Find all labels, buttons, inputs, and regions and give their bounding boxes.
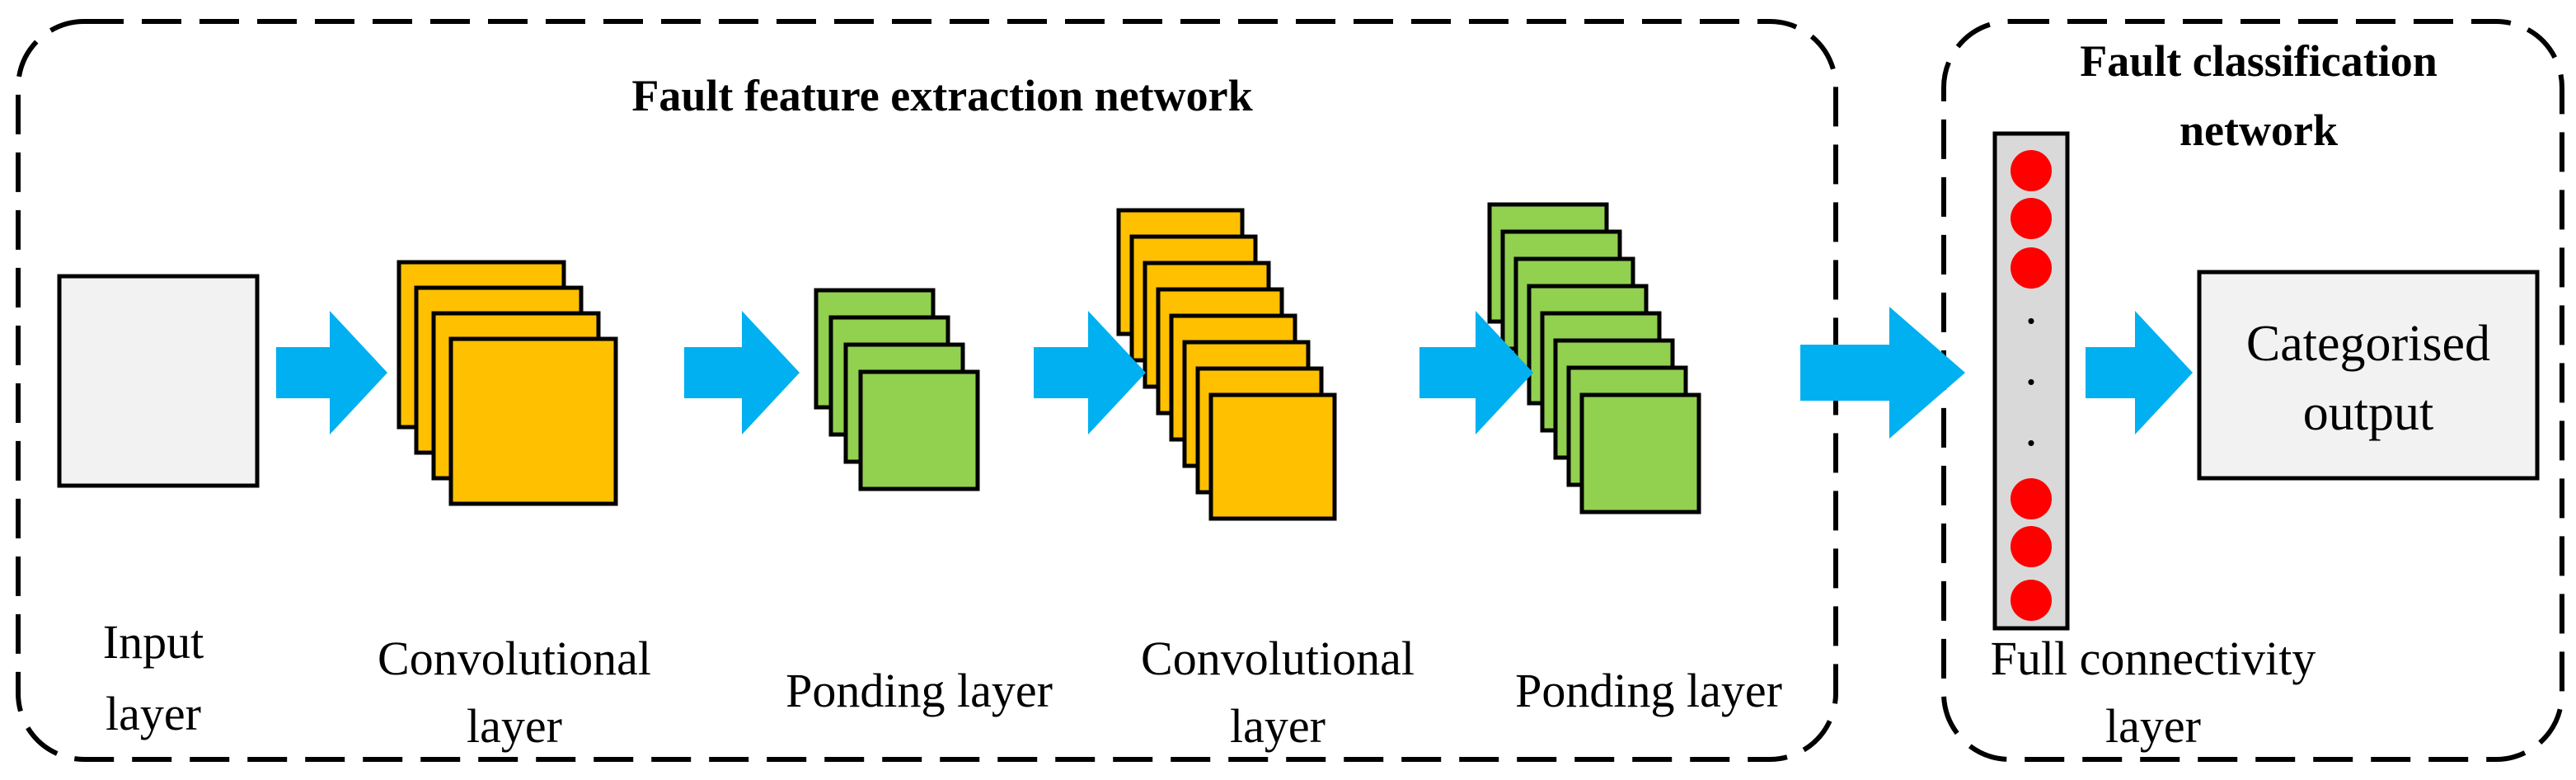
flow-arrow (1419, 311, 1533, 435)
feature-extraction-title: Fault feature extraction network (631, 71, 1252, 120)
fc-label-line1: Full connectivity (1991, 632, 2316, 685)
output-label-line1: Categorised (2246, 316, 2490, 372)
pool2-label: Ponding layer (1515, 664, 1782, 717)
fc-neuron (2011, 526, 2052, 567)
fc-neuron (2011, 198, 2052, 239)
fc-neuron (2011, 150, 2052, 191)
pool1-label: Ponding layer (786, 664, 1053, 717)
flow-arrows (276, 307, 2193, 439)
conv1-feature-map (448, 336, 618, 506)
fc-neurons: ... (2011, 150, 2052, 621)
conv1-feature-maps (396, 260, 618, 506)
conv2-feature-maps (1116, 208, 1337, 521)
flow-arrow (1034, 311, 1146, 435)
input-layer-map (57, 274, 260, 488)
flow-arrow (2086, 311, 2193, 435)
conv1-label-line1: Convolutional (378, 632, 651, 685)
pool1-feature-map (858, 369, 980, 491)
fc-ellipsis-dot: . (2025, 280, 2038, 334)
conv2-feature-map (1208, 392, 1337, 521)
input-label-line2: layer (106, 687, 201, 740)
pool1-feature-maps (814, 288, 980, 491)
conv2-label-line1: Convolutional (1141, 632, 1415, 685)
flow-arrow (276, 311, 387, 435)
fc-neuron (2011, 478, 2052, 519)
classification-panel (1941, 19, 2564, 762)
flow-arrow (1800, 307, 1965, 439)
fc-label-line2: layer (2105, 699, 2201, 753)
pool2-feature-map (1579, 392, 1701, 515)
classification-title-line1: Fault classification (2080, 36, 2437, 86)
fc-neuron (2011, 247, 2052, 289)
flow-arrow (684, 311, 800, 435)
conv1-label-line2: layer (467, 699, 562, 753)
output-label-line2: output (2303, 385, 2433, 441)
fc-ellipsis-dot: . (2025, 402, 2038, 456)
output-box (2197, 270, 2540, 481)
fc-ellipsis-dot: . (2025, 341, 2038, 395)
input-label-line1: Input (103, 615, 204, 669)
pool2-feature-maps (1487, 202, 1701, 515)
fc-neuron (2011, 580, 2052, 621)
classification-title-line2: network (2180, 106, 2338, 155)
conv2-label-line2: layer (1230, 699, 1326, 753)
